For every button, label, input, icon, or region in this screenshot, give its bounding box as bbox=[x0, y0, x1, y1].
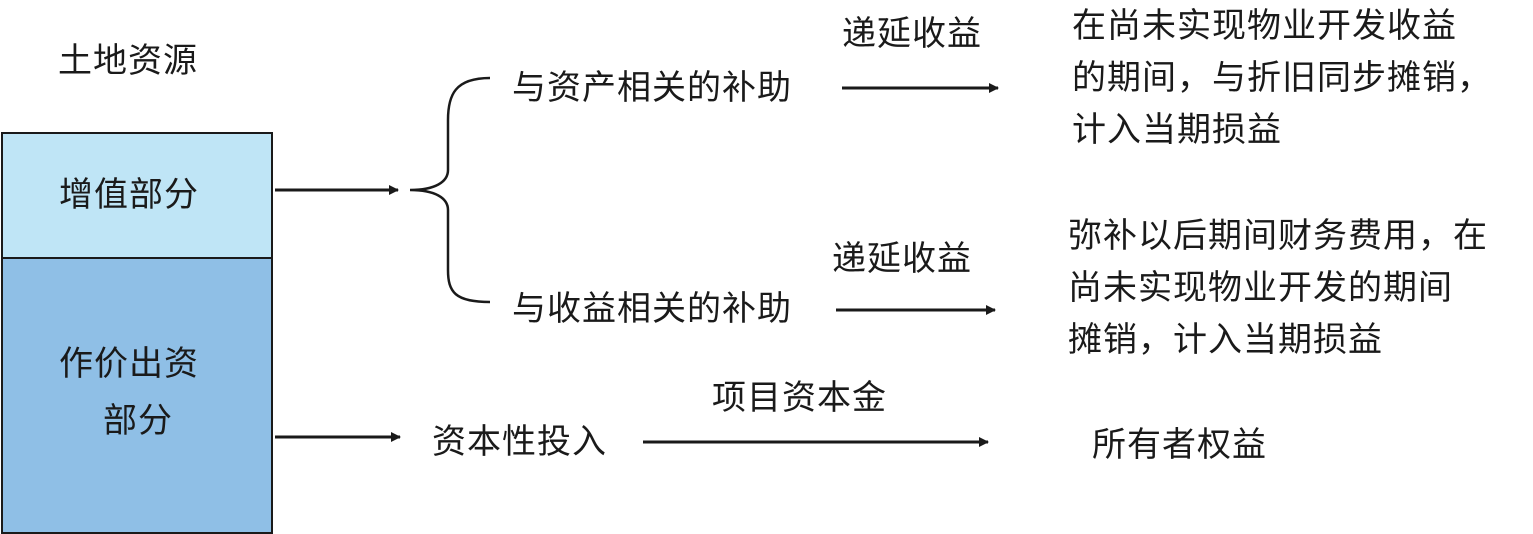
deferred-income-label-2: 递延收益 bbox=[832, 239, 972, 279]
equity-contribution-label-line2: 部分 bbox=[103, 401, 173, 441]
income-subsidy-outcome: 弥补以后期间财务费用，在 尚未实现物业开发的期间 摊销，计入当期损益 bbox=[1068, 210, 1488, 366]
appreciation-box bbox=[1, 132, 273, 259]
equity-contribution-label-line1: 作价出资 bbox=[59, 344, 199, 384]
deferred-income-label-1: 递延收益 bbox=[842, 14, 982, 54]
income-subsidy-label: 与收益相关的补助 bbox=[512, 289, 792, 329]
asset-outcome-line: 的期间，与折旧同步摊销， bbox=[1072, 58, 1492, 98]
project-capital-label: 项目资本金 bbox=[712, 378, 887, 418]
income-outcome-line: 摊销，计入当期损益 bbox=[1068, 320, 1383, 360]
equity-contribution-box bbox=[1, 257, 273, 534]
income-outcome-line: 弥补以后期间财务费用，在 bbox=[1068, 216, 1488, 256]
asset-subsidy-label: 与资产相关的补助 bbox=[512, 68, 792, 108]
appreciation-label: 增值部分 bbox=[59, 175, 199, 215]
curly-brace bbox=[409, 76, 491, 304]
asset-outcome-line: 计入当期损益 bbox=[1072, 110, 1282, 150]
asset-subsidy-outcome: 在尚未实现物业开发收益 的期间，与折旧同步摊销， 计入当期损益 bbox=[1072, 0, 1492, 156]
diagram-title: 土地资源 bbox=[58, 41, 198, 81]
income-outcome-line: 尚未实现物业开发的期间 bbox=[1068, 268, 1453, 308]
asset-outcome-line: 在尚未实现物业开发收益 bbox=[1072, 6, 1457, 46]
owner-equity-label: 所有者权益 bbox=[1092, 425, 1267, 465]
capital-input-label: 资本性投入 bbox=[432, 422, 607, 462]
